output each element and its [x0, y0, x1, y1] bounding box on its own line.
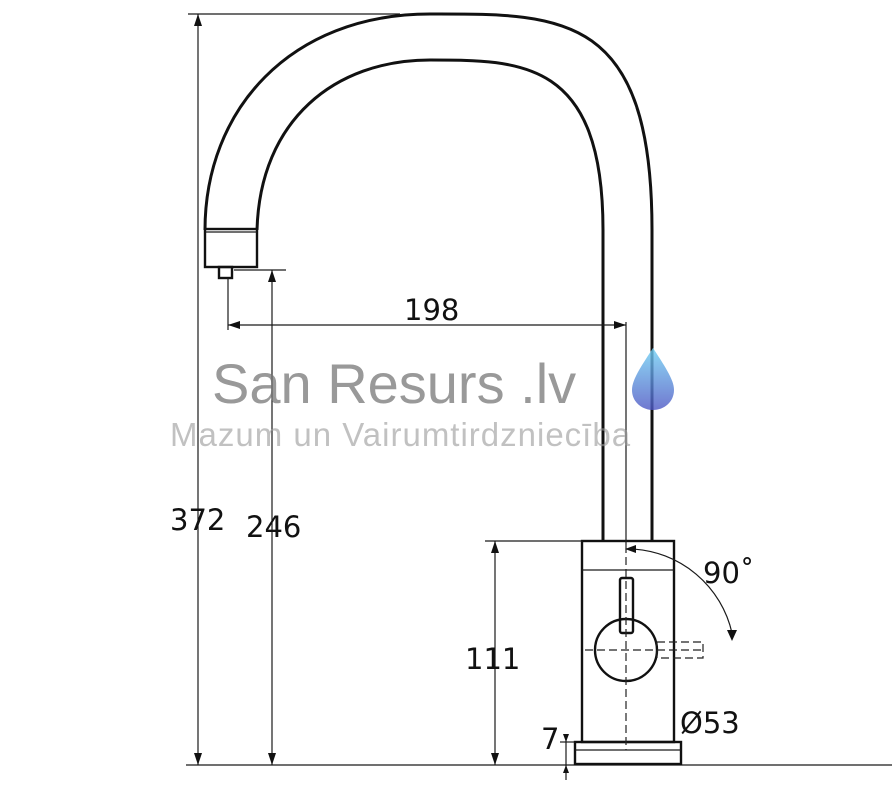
lever-angle-label: 90˚: [703, 556, 754, 590]
dimension-total-height: 372: [170, 13, 400, 765]
dimension-spout-reach: 198: [227, 278, 627, 545]
water-drop-icon: [632, 348, 674, 410]
dimension-body-height: 111: [465, 540, 582, 765]
spout-height-label: 246: [246, 510, 301, 544]
dimension-spout-height: 246: [234, 269, 301, 765]
watermark: San Resurs .lv Mazum un Vairumtirdzniecī…: [170, 348, 674, 453]
base-thickness-label: 7: [541, 722, 559, 756]
base-diameter-label: Ø53: [680, 706, 740, 740]
lever-handle: [585, 545, 705, 750]
watermark-title: San Resurs .lv: [212, 352, 576, 415]
spout-reach-label: 198: [404, 293, 459, 327]
watermark-subtitle: Mazum un Vairumtirdzniecība: [170, 416, 631, 453]
faucet-body: [573, 539, 683, 766]
total-height-label: 372: [170, 503, 225, 537]
dimension-base-thickness: 7: [541, 722, 575, 780]
body-height-label: 111: [465, 642, 520, 676]
rotation-arc: 90˚: [625, 545, 754, 641]
faucet-spout: [203, 12, 654, 540]
